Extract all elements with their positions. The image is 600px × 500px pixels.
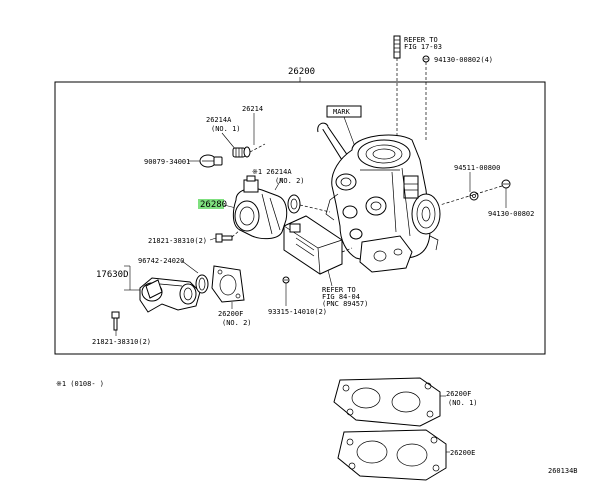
label-refer-fig-17-line2: FIG 17-03 <box>404 43 442 51</box>
nut-94130-right <box>501 179 511 189</box>
label-no2-a: (NO. 2) <box>275 177 305 185</box>
label-26214a: 26214A <box>206 116 232 124</box>
screw-26214 <box>232 146 251 158</box>
label-21821-38310-2: 21821-38310(2) <box>148 237 207 245</box>
throttle-body <box>317 122 441 273</box>
label-90079-34001: 90079-34001 <box>144 158 190 166</box>
label-assembly: 26200 <box>288 67 315 77</box>
label-refer-fig-84-line1: REFER TO <box>322 286 356 294</box>
label-star-26214a: ※1 26214A <box>252 168 292 176</box>
label-26200f-no1: 26200F <box>446 390 471 398</box>
label-26280: 26280 <box>200 200 227 210</box>
label-96742-24020: 96742-24020 <box>138 257 184 265</box>
label-no1-a: (NO. 1) <box>211 125 241 133</box>
label-94511-00800: 94511-00800 <box>454 164 500 172</box>
label-mark: MARK <box>333 108 351 116</box>
plug-90079 <box>199 154 223 168</box>
footnote: ※1 (0108- ) <box>56 380 104 388</box>
label-no2-b: (NO. 2) <box>222 319 252 327</box>
label-94130-00802: 94130-00802 <box>488 210 534 218</box>
gasket-valve <box>287 194 301 214</box>
gasket-26200f-no2 <box>211 265 245 303</box>
o-ring-96742 <box>195 274 209 294</box>
label-94130-00802-4: 94130-00802(4) <box>434 56 493 64</box>
label-no1-b: (NO. 1) <box>448 399 478 407</box>
label-26200e: 26200E <box>450 449 475 457</box>
gasket-26200f-no1 <box>333 377 441 427</box>
label-93315-14010-2: 93315-14010(2) <box>268 308 327 316</box>
label-26200f: 26200F <box>218 310 243 318</box>
label-refer-fig-84-line3: (PNC 89457) <box>322 300 368 308</box>
label-21821-38310-2b: 21821-38310(2) <box>92 338 151 346</box>
water-bypass-pipe-17630d <box>139 277 201 313</box>
bolt-21821-b <box>111 311 120 331</box>
gasket-26200e <box>337 429 447 481</box>
figure-code: 260134B <box>548 467 578 475</box>
label-refer-fig-84-line2: FIG 84-04 <box>322 293 360 301</box>
label-refer-fig-17-line1: REFER TO <box>404 36 438 44</box>
bolt-21821-a <box>215 233 233 243</box>
highlight-26280 <box>198 199 224 209</box>
label-17630d: 17630D <box>96 270 129 280</box>
valve-26280 <box>232 175 288 240</box>
screw-93315 <box>282 276 290 284</box>
washer-94511 <box>469 191 479 201</box>
throttle-position-sensor <box>283 215 343 275</box>
label-26214: 26214 <box>242 105 263 113</box>
screw-dash <box>249 143 266 153</box>
top-bolt <box>393 35 401 59</box>
